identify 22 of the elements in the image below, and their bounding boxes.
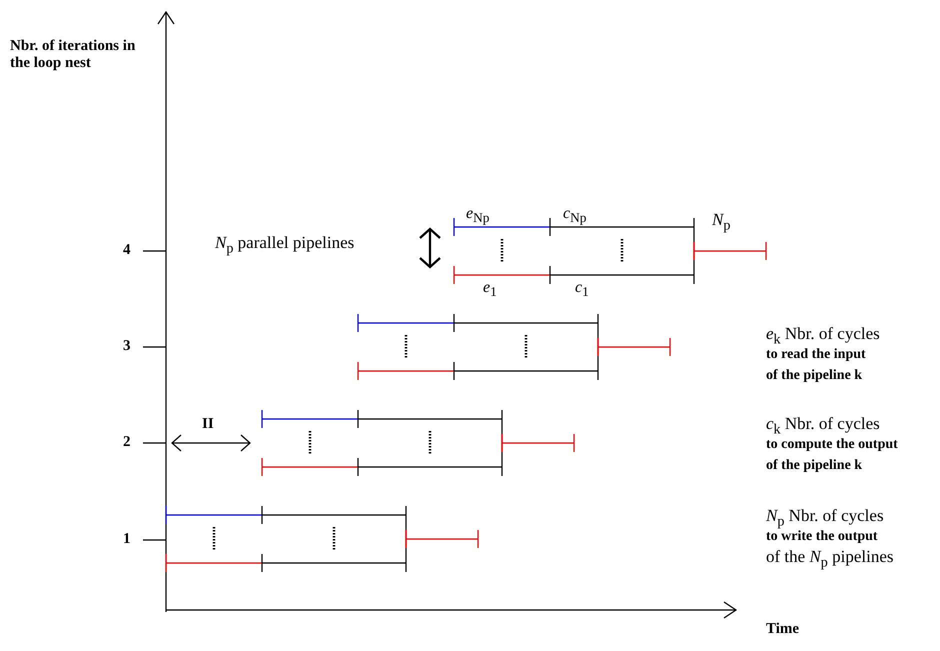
annotation-text: N$_{p}$ parallel pipelines [215, 233, 354, 257]
legend-text: to compute the output [766, 437, 898, 454]
segment-label: N$_{p}$ [712, 210, 730, 234]
segment-label: e$_{Np}$ [466, 205, 490, 226]
interval-label: II [202, 416, 214, 434]
tick-label: 2 [123, 434, 130, 452]
legend-text: e$_{k}$ Nbr. of cycles [766, 324, 880, 348]
tick-label: 3 [123, 338, 130, 356]
legend-text: of the N$_{p}$ pipelines [766, 547, 894, 571]
tick-label: 1 [123, 531, 130, 548]
legend-text: of the pipeline k [766, 368, 862, 384]
axis-title: Time [766, 621, 800, 638]
segment-label: c$_{1}$ [575, 279, 589, 300]
legend-text: c$_{k}$ Nbr. of cycles [766, 414, 880, 438]
axis-title: Nbr. of iterations in the loop nest [10, 38, 136, 72]
tick-label: 4 [123, 242, 130, 260]
legend-text: of the pipeline k [766, 458, 862, 474]
legend-text: N$_{p}$ Nbr. of cycles [766, 506, 884, 530]
segment-label: e$_{1}$ [483, 279, 497, 300]
legend-text: to write the output [766, 529, 878, 546]
segment-label: c$_{Np}$ [563, 205, 586, 226]
legend-text: to read the input [766, 347, 866, 364]
